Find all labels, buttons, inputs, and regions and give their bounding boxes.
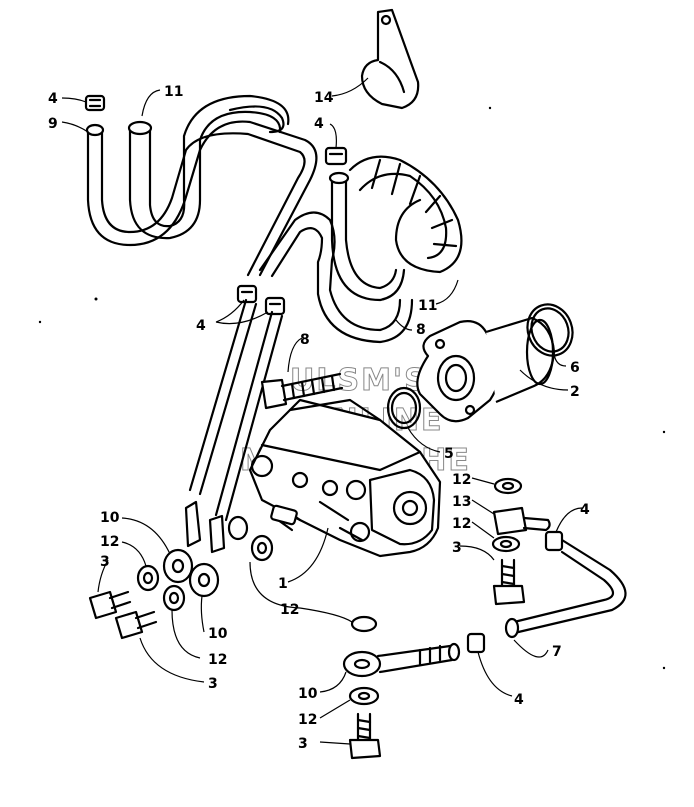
hose-clamp-part-4-e (466, 632, 486, 654)
callout-labels: 14 4 9 11 4 11 8 4 8 6 2 5 12 13 12 3 4 … (48, 84, 590, 752)
callout-3-right: 3 (452, 540, 462, 556)
callout-12-left: 12 (100, 534, 119, 550)
leader-lines (61, 77, 583, 745)
oil-pump-part-1 (248, 398, 442, 558)
callout-8-hose: 8 (416, 322, 426, 338)
hose-part-8 (258, 211, 414, 344)
callout-4-bottom: 4 (514, 692, 524, 708)
hose-part-11-left (127, 94, 290, 240)
callout-3-bottom: 3 (298, 736, 308, 752)
hose-part-11-right (328, 155, 463, 302)
left-fitting-stack (88, 500, 274, 640)
callout-4-right: 4 (580, 502, 590, 518)
hose-part-7 (504, 538, 627, 639)
callout-7: 7 (552, 644, 562, 660)
callout-11-left: 11 (164, 84, 183, 100)
callout-12-center: 12 (280, 602, 299, 618)
callout-4-upper-middle: 4 (314, 116, 324, 132)
outlet-housing-part-2 (416, 316, 556, 423)
callout-1: 1 (278, 576, 288, 592)
callout-12-middle: 12 (208, 652, 227, 668)
bolt-part-8 (260, 372, 344, 410)
callout-4-top-left: 4 (48, 91, 58, 107)
callout-11-right: 11 (418, 298, 437, 314)
callout-3-middle: 3 (208, 676, 218, 692)
callout-12-right-top: 12 (452, 472, 471, 488)
callout-8-bolt: 8 (300, 332, 310, 348)
callout-10-left: 10 (100, 510, 120, 526)
callout-6: 6 (570, 360, 580, 376)
callout-14: 14 (314, 90, 334, 106)
right-fitting-stack (491, 477, 551, 606)
lower-banjo-fitting (342, 615, 461, 760)
hose-clamp-part-4-pair (236, 284, 286, 316)
callout-4-middle: 4 (196, 318, 206, 334)
callout-10-middle: 10 (208, 626, 228, 642)
hose-clamp-part-4-b (324, 146, 348, 166)
hose-part-9 (85, 120, 318, 277)
clamp-part-14 (360, 8, 420, 110)
oil-lines-to-fittings (188, 298, 284, 522)
callout-2: 2 (570, 384, 580, 400)
callout-12-bottom: 12 (298, 712, 317, 728)
callout-5: 5 (444, 446, 454, 462)
callout-12-right-middle: 12 (452, 516, 471, 532)
o-ring-part-6 (526, 303, 574, 357)
hose-clamp-part-4-d (544, 530, 564, 552)
gasket-part-5 (386, 386, 422, 430)
callout-10-bottom: 10 (298, 686, 318, 702)
scan-specks (38, 106, 666, 670)
hose-clamp-part-4-a (84, 94, 106, 112)
callout-9: 9 (48, 116, 58, 132)
callout-13: 13 (452, 494, 471, 510)
callout-3-left: 3 (100, 554, 110, 570)
